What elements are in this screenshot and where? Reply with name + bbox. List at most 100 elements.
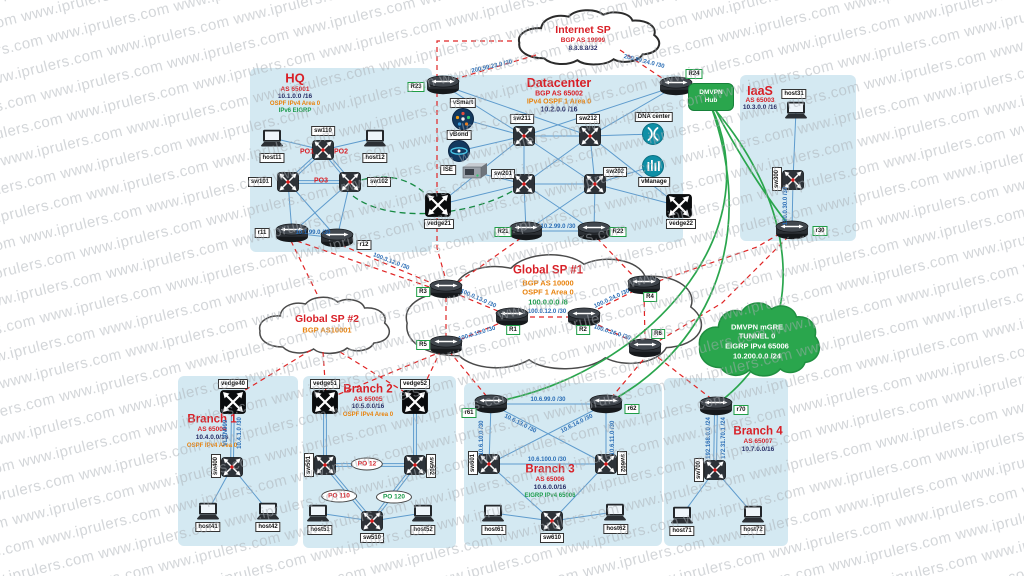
label-200-99-23-0-30: 200.99.23.0 /30	[471, 59, 513, 75]
node-R22	[577, 221, 611, 241]
host31-label: host31	[781, 89, 807, 99]
router-icon	[426, 75, 460, 95]
label-100-0-26-0-30: 100.0.26.0 /30	[592, 324, 632, 342]
sw610-label: sw610	[539, 533, 565, 543]
router-icon	[577, 221, 611, 241]
node-vsmart	[452, 108, 474, 130]
dmvpn-hub-badge-line: DMVPN	[699, 89, 723, 96]
node-vedge21	[425, 193, 451, 217]
switch-icon	[478, 454, 500, 474]
node-sw610	[541, 511, 563, 531]
label-10-2-99-0-30: 10.2.99.0 /30	[540, 224, 576, 230]
switch-icon	[541, 511, 563, 531]
label-as-65004: AS 65004	[197, 425, 227, 433]
router-icon	[775, 220, 809, 240]
switch-icon	[314, 455, 336, 475]
label-branch-4: Branch 4	[733, 425, 783, 438]
node-R21	[509, 221, 543, 241]
switch-icon	[277, 172, 299, 192]
node-r61	[474, 394, 508, 414]
label-as-65007: AS 65007	[743, 437, 773, 445]
laptop-icon	[197, 502, 219, 520]
switch-icon	[513, 126, 535, 146]
node-vedge40	[220, 390, 246, 414]
vedge51-label: vedge51	[309, 379, 341, 389]
label-100-0-0-0-8: 100.0.0.0 /8	[528, 297, 568, 307]
watermark-text-row: www.iprulers.com www.iprulers.com www.ip…	[0, 0, 1024, 41]
dmvpn-hub-badge-line: Hub	[704, 97, 718, 104]
label-datacenter: Datacenter	[526, 75, 592, 90]
po110-portchannel-label: PO 110	[321, 489, 357, 503]
label-200-99-24-0-30: 200.99.24.0 /30	[623, 54, 665, 70]
sw502-label: sw502	[426, 453, 436, 479]
sw510-label: sw510	[359, 533, 385, 543]
label-10-1-0-0-16: 10.1.0.0 /16	[277, 92, 313, 100]
label-hq: HQ	[285, 70, 305, 86]
R1-label: R1	[506, 325, 520, 335]
R24-label: R24	[685, 69, 703, 79]
label-internet-sp: Internet SP	[555, 23, 611, 36]
dna-center-icon	[642, 123, 664, 145]
node-host62	[602, 503, 628, 521]
label-global-sp-2: Global SP #2	[295, 312, 359, 325]
vedge-icon	[312, 390, 338, 414]
vedge21-label: vedge21	[423, 219, 455, 229]
R6-label: R6	[651, 329, 665, 339]
label-150-0-30-0-30: 150.0.30.0 /30	[783, 186, 789, 226]
sw211-label: sw211	[510, 114, 534, 124]
host61-label: host61	[481, 525, 507, 535]
vedge-icon	[402, 390, 428, 414]
sw201-label: sw201	[490, 169, 516, 179]
node-r70	[699, 396, 733, 416]
label-branch-3: Branch 3	[525, 463, 575, 476]
node-sw102	[339, 172, 361, 192]
label-10-1-99-0-30: 10.1.99.0 /30	[295, 230, 331, 236]
node-host51	[305, 504, 331, 522]
host52-label: host52	[410, 525, 436, 535]
vedge-icon	[425, 193, 451, 217]
label-10-6-99-0-30: 10.6.99.0 /30	[530, 397, 566, 403]
vedge-icon	[666, 194, 692, 218]
node-ise	[460, 162, 488, 182]
host72-label: host72	[740, 525, 766, 535]
sw101-label: sw101	[247, 177, 273, 187]
label-172-31-70-1-24: 172.31.70.1 /24	[721, 417, 727, 459]
host41-label: host41	[195, 522, 221, 532]
node-sw602	[595, 454, 617, 474]
vedge-icon	[220, 390, 246, 414]
dna-label: DNA center	[634, 112, 674, 122]
node-R23	[426, 75, 460, 95]
label-as-65005: AS 65005	[353, 395, 383, 403]
r30-label: r30	[812, 226, 828, 236]
host71-label: host71	[669, 526, 695, 536]
R21-label: R21	[494, 227, 512, 237]
sw300-label: sw300	[772, 166, 782, 192]
router-icon	[474, 394, 508, 414]
label-as-65001: AS 65001	[280, 85, 310, 93]
label-ipv4-ospf-1-area-0: IPv4 OSPF 1 Area 0	[526, 98, 592, 106]
r70-label: r70	[733, 405, 749, 415]
label-bgp-as-65002: BGP AS 65002	[535, 90, 583, 98]
node-R3	[429, 279, 463, 299]
label-ipv6-eigrp: IPv6 EIGRP	[278, 108, 312, 114]
label-bgp-as-10000: BGP AS 10000	[522, 278, 574, 288]
vmanage-label: vManage	[638, 177, 670, 187]
laptop-icon	[604, 503, 626, 521]
label-10-6-10-0-30: 10.6.10.0 /30	[479, 420, 485, 456]
host62-label: host62	[603, 524, 629, 534]
label-eigrp-ipv4-65006: EIGRP IPv4 65006	[725, 341, 789, 351]
switch-icon	[361, 511, 383, 531]
label-10-200-0-0-24: 10.200.0.0 /24	[733, 351, 781, 361]
R23-label: R23	[407, 82, 425, 92]
label-branch-1: Branch 1	[187, 413, 237, 426]
router-icon	[429, 279, 463, 299]
vedge52-label: vedge52	[399, 379, 431, 389]
node-host41	[195, 502, 221, 520]
laptop-icon	[671, 506, 693, 524]
label-ospf-ipv4-area-0: OSPF IPv4 Area 0	[342, 412, 394, 418]
node-host52	[410, 504, 436, 522]
label-po2: PO2	[333, 148, 349, 156]
node-sw211	[513, 126, 535, 146]
r61-label: r61	[461, 408, 477, 418]
label-10-6-0-0-16: 10.6.0.0/16	[533, 483, 567, 491]
